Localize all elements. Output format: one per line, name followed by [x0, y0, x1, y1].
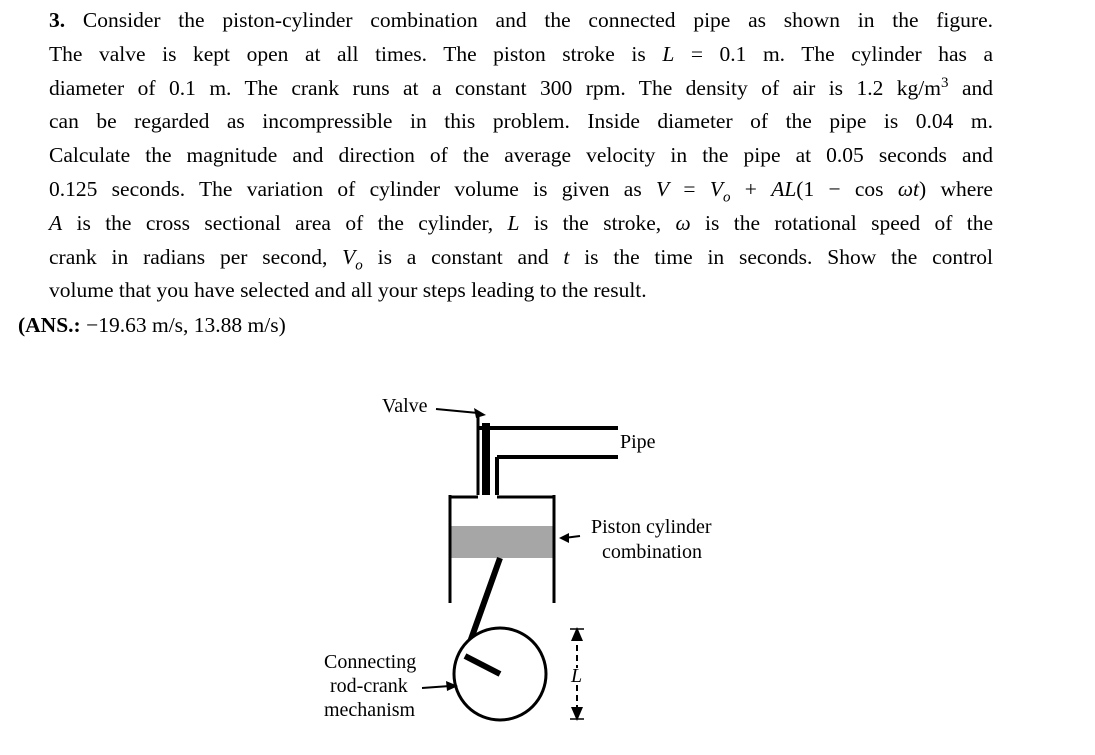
problem-line: diameter of 0.1 m. The crank runs at a c… [49, 72, 993, 106]
problem-text-segment: 3 [941, 74, 949, 91]
problem-statement: 3. Consider the piston-cylinder combinat… [49, 4, 993, 308]
problem-text-segment: and [948, 75, 994, 100]
problem-text-segment: crank in radians per second, [49, 244, 343, 269]
problem-line: volume that you have selected and all yo… [49, 274, 993, 308]
problem-text-segment: (1 − cos [796, 176, 898, 201]
problem-text-segment: = [669, 176, 710, 201]
problem-line: can be regarded as incompressible in thi… [49, 105, 993, 139]
problem-text-segment: diameter of 0.1 m. The crank runs at a c… [49, 75, 942, 100]
figure-diagram: Valve Pipe Piston cylinder combination [324, 395, 712, 722]
rod-label-line3: mechanism [324, 699, 416, 721]
stroke-arrow-up-icon [571, 627, 583, 641]
problem-text-segment: A [49, 210, 63, 235]
problem-text-segment: is the time in seconds. Show the control [569, 244, 993, 269]
problem-text-segment: is a constant and [362, 244, 564, 269]
crank-arm [463, 653, 502, 677]
problem-text-segment: V [709, 176, 723, 201]
problem-text-segment: t [563, 244, 570, 269]
problem-line: A is the cross sectional area of the cyl… [49, 207, 993, 241]
problem-text-segment: = 0.1 m. The cylinder has a [674, 41, 993, 66]
answer: (ANS.: −19.63 m/s, 13.88 m/s) [18, 310, 286, 340]
problem-text-segment: volume that you have selected and all yo… [49, 278, 647, 303]
valve-leader-line [435, 408, 479, 414]
problem-text-segment: V [342, 244, 356, 269]
rod-label-line2: rod-crank [330, 675, 408, 697]
problem-line: 3. Consider the piston-cylinder combinat… [49, 4, 993, 38]
piston-arrow-icon [559, 533, 569, 543]
problem-text-segment: o [355, 256, 363, 273]
stroke-arrow-down-icon [571, 707, 583, 721]
answer-value: −19.63 m/s, 13.88 m/s) [80, 313, 286, 337]
problem-text-segment: + [730, 176, 772, 201]
problem-text-segment: ωt [897, 176, 919, 201]
problem-text-segment: is the rotational speed of the [690, 210, 993, 235]
answer-label: (ANS.: [18, 313, 81, 337]
problem-line: crank in radians per second, Vo is a con… [49, 241, 993, 275]
problem-text-segment: can be regarded as incompressible in thi… [49, 109, 993, 134]
problem-text-segment: ) where [919, 176, 993, 201]
stroke-label: L [570, 665, 582, 687]
problem-text-segment: L [662, 41, 675, 66]
piston-label-line2: combination [602, 541, 702, 563]
problem-text-segment: L [507, 210, 520, 235]
valve-arrow-icon [474, 408, 486, 418]
piston-label-line1: Piston cylinder [591, 516, 712, 538]
pipe-label: Pipe [620, 431, 656, 453]
problem-text-segment: Consider the piston-cylinder combination… [65, 8, 993, 32]
problem-text-segment: 0.125 seconds. The variation of cylinder… [49, 176, 656, 201]
rod-arrow-icon [446, 681, 458, 691]
problem-text-segment: AL [771, 176, 797, 201]
problem-text-segment: ω [675, 210, 691, 235]
problem-text-segment: V [656, 176, 670, 201]
problem-text-segment: The valve is kept open at all times. The… [49, 41, 663, 66]
valve-label: Valve [382, 395, 428, 417]
problem-text-segment: o [722, 189, 731, 206]
problem-text-segment: is the cross sectional area of the cylin… [62, 210, 508, 235]
problem-number: 3. [49, 8, 66, 32]
rod-label-line1: Connecting [324, 651, 416, 673]
problem-line: 0.125 seconds. The variation of cylinder… [49, 173, 993, 207]
piston [451, 526, 553, 558]
rod-leader-line [421, 685, 451, 689]
problem-text-segment: Calculate the magnitude and direction of… [49, 143, 993, 168]
stroke-label-bg [570, 668, 584, 684]
problem-line: The valve is kept open at all times. The… [49, 38, 993, 72]
valve-stem [482, 423, 490, 495]
problem-text-segment: is the stroke, [519, 210, 676, 235]
problem-line: Calculate the magnitude and direction of… [49, 139, 993, 173]
piston-cylinder-figure: Valve Pipe Piston cylinder combination [300, 385, 760, 745]
